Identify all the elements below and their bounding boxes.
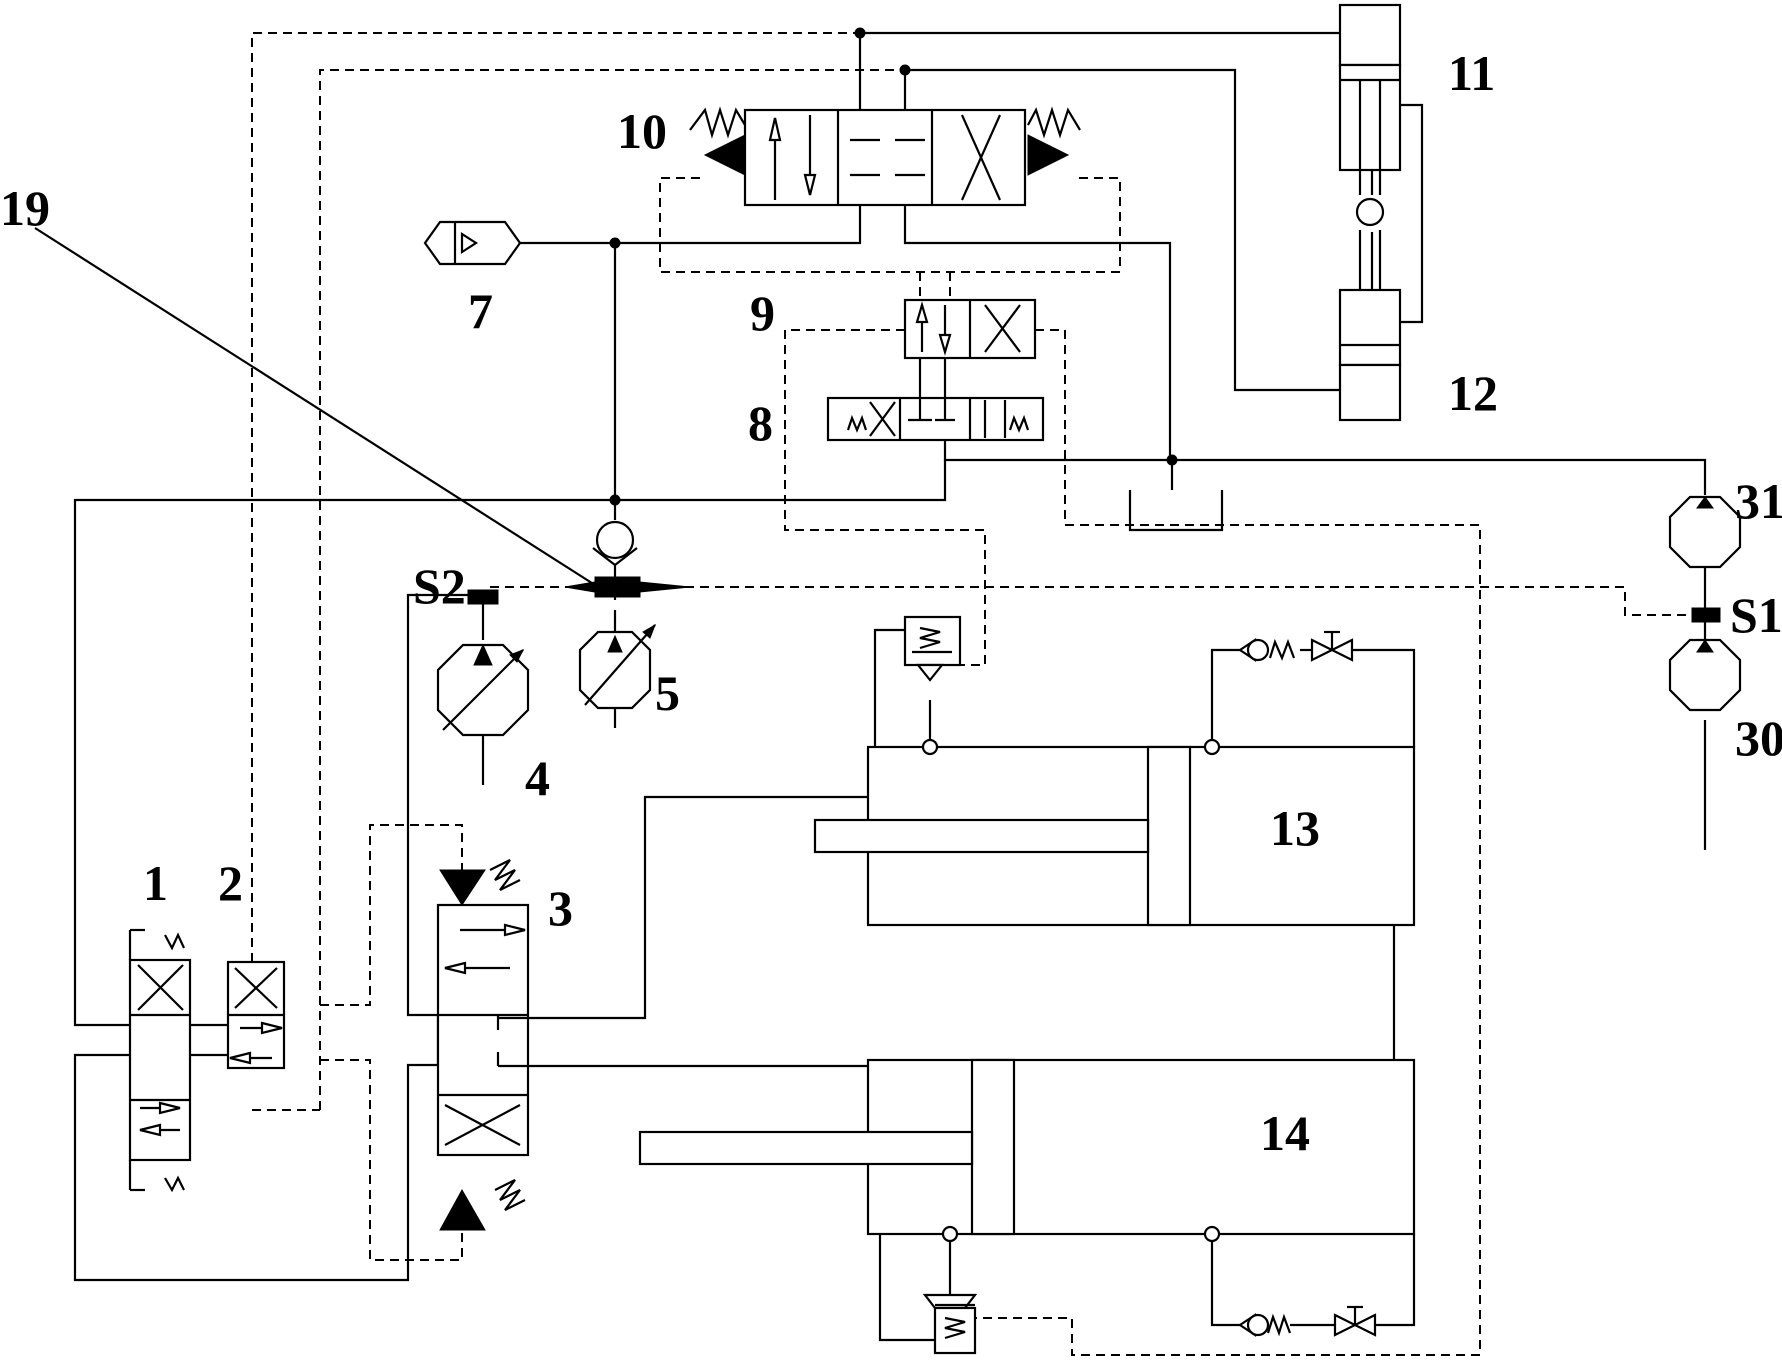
valve-2 (226, 960, 286, 1070)
label-12: 12 (1448, 365, 1498, 421)
label-19: 19 (0, 180, 50, 236)
component-labels: 1 2 3 4 5 7 8 9 10 11 12 13 14 19 31 30 … (0, 45, 1782, 1161)
directional-valve-10 (689, 106, 1081, 207)
relief-valve-13 (903, 615, 962, 682)
label-14: 14 (1260, 1105, 1310, 1161)
cylinder-13 (813, 738, 1416, 927)
label-s2: S2 (413, 558, 466, 614)
cylinder-14 (638, 1058, 1416, 1243)
motor-30 (1668, 638, 1742, 712)
label-3: 3 (548, 880, 573, 936)
sensor-s2-block (467, 589, 499, 605)
label-8: 8 (748, 395, 773, 451)
sensor-s1 (1691, 607, 1721, 623)
motor-31 (1668, 495, 1742, 569)
check-throttle-14 (1238, 1305, 1377, 1338)
label-11: 11 (1448, 45, 1495, 101)
label-1: 1 (143, 855, 168, 911)
tank (1128, 490, 1224, 532)
cylinder-12 (1338, 230, 1402, 422)
pilot-lines (251, 32, 1692, 1356)
pump-4 (436, 589, 530, 737)
label-30: 30 (1735, 710, 1782, 766)
label-2: 2 (218, 855, 243, 911)
spring-top-icon (489, 859, 521, 891)
spring-bottom-icon (494, 1179, 526, 1211)
spring-icon (846, 414, 868, 433)
check-valve-above-pump-5 (592, 520, 638, 566)
spring-icon (1008, 414, 1030, 433)
pressure-lines (73, 31, 1707, 1342)
label-31: 31 (1735, 473, 1782, 529)
label-13: 13 (1270, 800, 1320, 856)
label-s1: S1 (1730, 587, 1782, 643)
cylinder-11 (1338, 3, 1402, 227)
spring-right-icon (1027, 106, 1081, 139)
spring-icon (164, 1175, 185, 1193)
pilot-arrow-left-icon (703, 134, 746, 176)
pump-5 (564, 576, 691, 710)
valve-3 (436, 859, 530, 1231)
spring-icon (164, 932, 185, 951)
check-throttle-13 (1238, 630, 1354, 663)
valve-9 (903, 298, 1037, 360)
pilot-arrow-right-icon (1027, 134, 1070, 176)
pilot-arrow-top-icon (439, 869, 486, 906)
label-9: 9 (750, 285, 775, 341)
label-5: 5 (655, 665, 680, 721)
valve-8 (826, 358, 1045, 442)
label-4: 4 (525, 750, 550, 806)
relief-valve-14 (922, 1293, 978, 1355)
junction-dots (155, 27, 1178, 1060)
label-10: 10 (617, 103, 667, 159)
pilot-arrow-bottom-icon (439, 1188, 486, 1231)
valve-1 (128, 928, 192, 1193)
spring-left-icon (689, 106, 746, 139)
leader-line-19 (34, 227, 596, 586)
accumulator-7 (423, 220, 522, 266)
label-7: 7 (468, 283, 493, 339)
